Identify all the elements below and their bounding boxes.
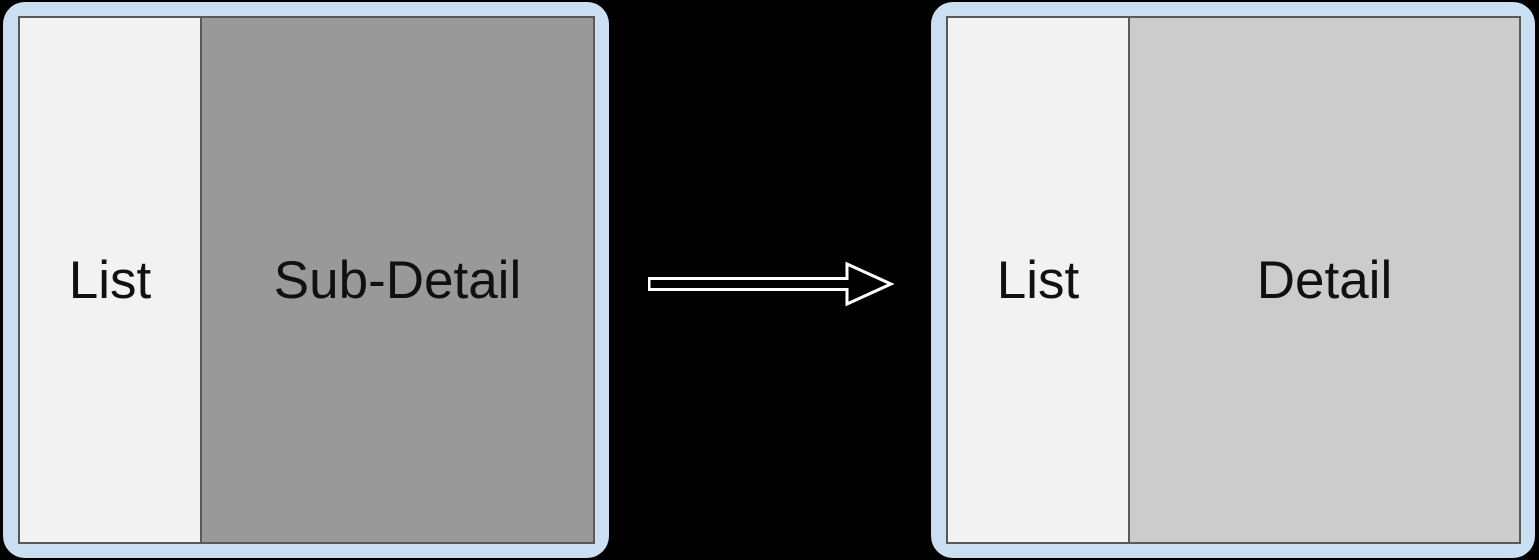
device-screen-before: List Sub-Detail (18, 16, 595, 544)
pane-sub-detail[interactable]: Sub-Detail (202, 18, 593, 542)
arrow-right-icon (648, 261, 895, 307)
pane-list-after[interactable]: List (948, 18, 1130, 542)
pane-label-list-after: List (996, 250, 1080, 310)
pane-label-detail: Detail (1256, 250, 1393, 310)
device-frame-before: List Sub-Detail (3, 2, 609, 558)
transition-arrow (648, 258, 898, 310)
device-frame-after: List Detail (931, 2, 1535, 558)
pane-label-sub-detail: Sub-Detail (273, 250, 522, 310)
device-screen-after: List Detail (946, 16, 1521, 544)
pane-label-list-before: List (68, 250, 152, 310)
pane-detail[interactable]: Detail (1130, 18, 1519, 542)
pane-list-before[interactable]: List (20, 18, 202, 542)
